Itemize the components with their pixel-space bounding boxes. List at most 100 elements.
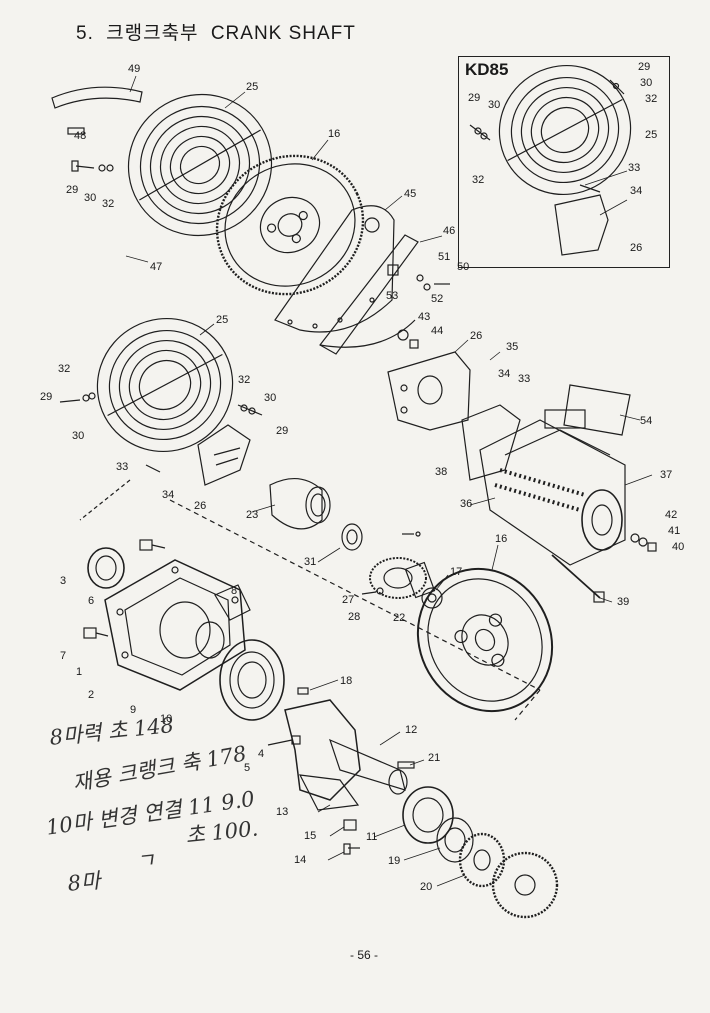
callout: 34 (162, 489, 175, 501)
callout: 33 (518, 373, 531, 385)
bearing-9 (219, 639, 285, 721)
inset-callout: 29 (468, 92, 481, 104)
callout: 32 (238, 374, 251, 386)
callout: 8 (231, 585, 238, 597)
callout: 17 (450, 566, 463, 578)
crankcase-assembly (104, 559, 251, 691)
callout: 44 (431, 325, 444, 337)
callout: 9 (130, 704, 137, 716)
inset-callout: 33 (628, 162, 641, 174)
bearing-11 (402, 786, 454, 844)
strip-46 (319, 234, 419, 355)
callout: 34 (498, 368, 511, 380)
callout: 10 (160, 713, 173, 725)
inset-callout: 34 (630, 185, 643, 197)
callout: 19 (388, 855, 401, 867)
part-15 (343, 819, 357, 831)
callout: 5 (244, 762, 251, 774)
callout: 21 (428, 752, 441, 764)
inset-callout: 30 (488, 99, 501, 111)
handwritten-note: ㄱ (134, 847, 157, 874)
callout: 23 (246, 509, 259, 521)
seal-17 (421, 587, 443, 609)
ring-31 (341, 523, 363, 551)
inset-callout: 29 (638, 61, 651, 73)
handwritten-note: 8마 (66, 868, 102, 896)
callout: 41 (668, 525, 681, 537)
gear-22 (369, 557, 436, 599)
callout: 3 (60, 575, 67, 587)
inset-callout: 26 (630, 242, 643, 254)
callout: 2 (88, 689, 95, 701)
callout: 49 (128, 63, 141, 75)
callout: 1 (76, 666, 83, 678)
callout: 54 (640, 415, 653, 427)
callout: 28 (348, 611, 361, 623)
callout: 7 (60, 650, 67, 662)
callout: 48 (74, 130, 87, 142)
callout: 27 (342, 594, 355, 606)
plate-45 (274, 205, 395, 333)
callout: 16 (495, 533, 508, 545)
callout: 37 (660, 469, 673, 481)
sleeve-23 (269, 478, 331, 530)
page-number: - 56 - (350, 948, 379, 962)
seal-3 (87, 547, 125, 589)
callout: 29 (276, 425, 289, 437)
cover-25-middle (96, 317, 234, 453)
callout: 12 (405, 724, 418, 736)
callout: 52 (431, 293, 444, 305)
callout: 29 (40, 391, 53, 403)
callout: 30 (84, 192, 97, 204)
callout: 30 (72, 430, 85, 442)
callout: 33 (116, 461, 129, 473)
crankshaft-12 (284, 687, 408, 811)
inset-callout: 32 (472, 174, 485, 186)
callout: 51 (438, 251, 451, 263)
part-48 (67, 127, 85, 135)
starter-motor-37 (479, 409, 626, 566)
page-title: 5. 크랭크축부 CRANK SHAFT (76, 18, 362, 45)
flywheel-16-top (215, 154, 365, 296)
bolt-set-top-left (71, 160, 114, 172)
inset-callout: 25 (645, 129, 658, 141)
inset-bracket-26 (554, 194, 609, 256)
callout: 35 (506, 341, 519, 353)
callout: 25 (246, 81, 259, 93)
callout: 47 (150, 261, 163, 273)
bracket-26-large (387, 351, 471, 431)
callout: 14 (294, 854, 307, 866)
callout: 11 (366, 831, 378, 843)
callout: 29 (66, 184, 79, 196)
callout: 31 (304, 556, 317, 568)
callout: 45 (404, 188, 417, 200)
plate-54 (563, 384, 631, 436)
section-number: 5. (76, 23, 94, 44)
callout: 25 (216, 314, 229, 326)
callout: 53 (386, 290, 399, 302)
bolts-50-53 (387, 264, 450, 349)
section-title-english: CRANK SHAFT (210, 23, 356, 44)
ring-19 (436, 817, 474, 863)
key-21 (397, 761, 415, 769)
pulley-16-bottom (416, 567, 554, 713)
callout: 30 (264, 392, 277, 404)
callout: 26 (470, 330, 483, 342)
callout: 4 (258, 748, 265, 760)
inset-callout: 32 (645, 93, 658, 105)
inset-callout: 30 (640, 77, 653, 89)
inset-cover-25 (498, 64, 632, 196)
callout: 38 (435, 466, 448, 478)
inset-title: KD85 (465, 60, 509, 79)
callout: 22 (393, 612, 406, 624)
cover-25-top (127, 93, 273, 237)
callout: 32 (58, 363, 71, 375)
callout: 16 (328, 128, 341, 140)
section-title-korean: 크랭크축부 (106, 23, 199, 44)
callout: 6 (88, 595, 95, 607)
bracket-38 (461, 404, 521, 481)
kd85-inset-frame (458, 56, 670, 268)
callout: 15 (304, 830, 317, 842)
